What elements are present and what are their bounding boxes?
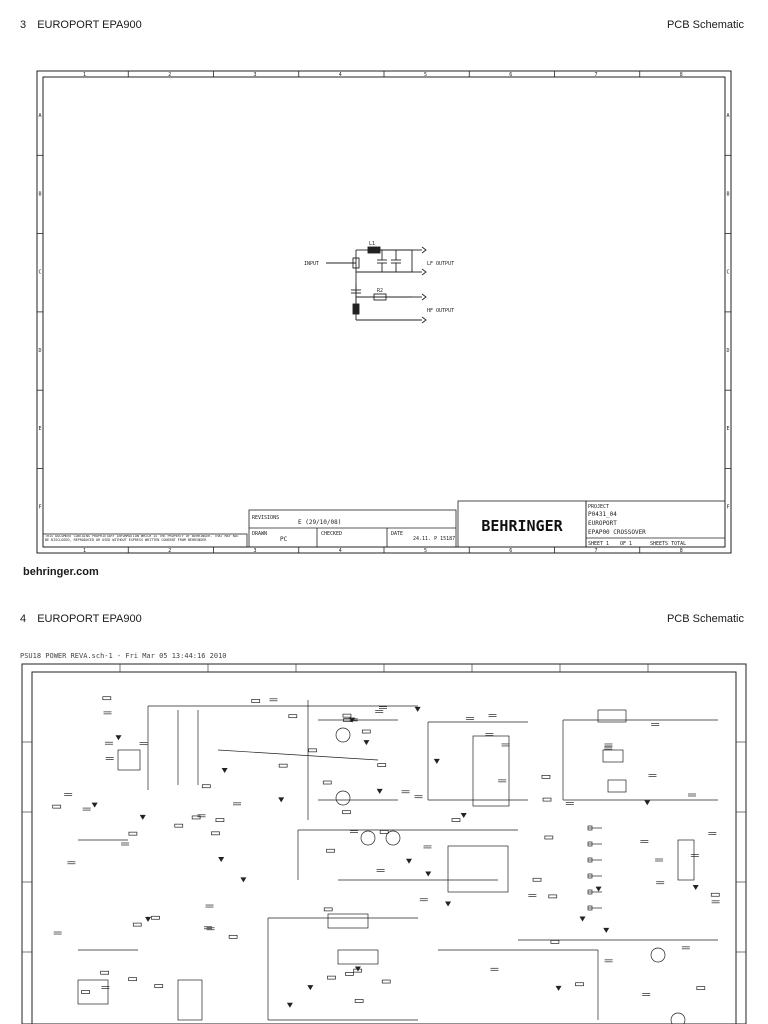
svg-text:1: 1 (83, 72, 86, 78)
psu-schematic (21, 663, 747, 1024)
svg-text:D: D (727, 348, 730, 354)
svg-text:5: 5 (424, 548, 427, 554)
svg-text:F: F (727, 505, 730, 511)
svg-text:E: E (727, 426, 730, 432)
svg-text:2: 2 (168, 548, 171, 554)
project-number: P0431_04 (588, 511, 617, 518)
svg-text:C: C (39, 270, 42, 276)
svg-text:3: 3 (254, 548, 257, 554)
project-line2: EUROPORT (588, 520, 617, 527)
drawn-value: PC (280, 536, 288, 543)
sheet-label: SHEET 1 (588, 541, 609, 547)
page-header-3: 3 EUROPORT EPA900 PCB Schematic (20, 17, 744, 33)
date-value: 24.11. P 15187 (413, 536, 455, 542)
checked-label: CHECKED (321, 531, 342, 537)
svg-text:5: 5 (424, 72, 427, 78)
page-header-left: 3 EUROPORT EPA900 (20, 19, 142, 31)
svg-text:A: A (727, 113, 730, 119)
page-header-4: 4 EUROPORT EPA900 PCB Schematic (20, 611, 744, 627)
doc-type: PCB Schematic (666, 19, 744, 31)
svg-text:8: 8 (680, 72, 683, 78)
svg-text:4: 4 (339, 72, 342, 78)
resistor-label: R2 (377, 288, 383, 294)
svg-text:1: 1 (83, 548, 86, 554)
doc-type: PCB Schematic (666, 613, 744, 625)
svg-text:B: B (727, 191, 730, 197)
footer-brand[interactable]: behringer.com (23, 566, 99, 578)
svg-text:7: 7 (595, 72, 598, 78)
svg-text:B: B (39, 191, 42, 197)
project-line3: EPAP00 CROSSOVER (588, 529, 646, 536)
svg-text:E: E (39, 426, 42, 432)
inductor-label: L1 (369, 241, 375, 247)
of-label: OF 1 (620, 541, 632, 547)
svg-text:7: 7 (595, 548, 598, 554)
svg-text:A: A (39, 113, 42, 119)
svg-text:8: 8 (680, 548, 683, 554)
svg-text:D: D (39, 348, 42, 354)
svg-text:2: 2 (168, 72, 171, 78)
page-number: 3 (20, 19, 27, 31)
revisions-label: REVISIONS (252, 515, 279, 521)
model-name: EUROPORT EPA900 (37, 613, 142, 625)
drawn-label: DRAWN (252, 531, 267, 537)
svg-text:6: 6 (509, 548, 512, 554)
revision-value: E (29/10/08) (298, 519, 341, 526)
sheets-total-label: SHEETS TOTAL (650, 541, 686, 547)
svg-text:6: 6 (509, 72, 512, 78)
lf-output-label: LF OUTPUT (427, 261, 454, 267)
svg-text:3: 3 (254, 72, 257, 78)
psu-sheet-caption: PSU18 POWER REVA.sch-1 - Fri Mar 05 13:4… (20, 652, 227, 660)
svg-text:C: C (727, 270, 730, 276)
date-label: DATE (391, 531, 403, 537)
hf-output-label: HF OUTPUT (427, 308, 454, 314)
svg-text:4: 4 (339, 548, 342, 554)
input-label: INPUT (304, 261, 319, 267)
page-number: 4 (20, 613, 27, 625)
svg-text:F: F (39, 505, 42, 511)
model-name: EUROPORT EPA900 (37, 19, 142, 31)
behringer-logo: BEHRINGER (481, 517, 563, 535)
project-label: PROJECT (588, 504, 609, 510)
proprietary-notice: THIS DOCUMENT CONTAINS PROPRIETARY INFOR… (45, 535, 239, 542)
page-header-left: 4 EUROPORT EPA900 (20, 613, 142, 625)
